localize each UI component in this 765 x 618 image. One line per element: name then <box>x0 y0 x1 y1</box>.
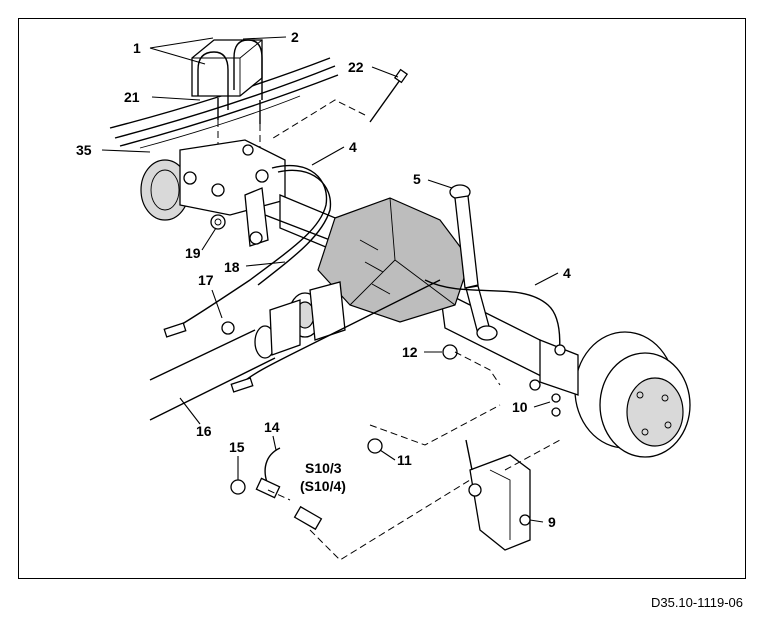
brake-caliper <box>465 439 531 551</box>
callout-15: 15 <box>229 439 245 455</box>
right-brake-drum <box>529 331 691 458</box>
u-bolt-clamp <box>191 39 263 200</box>
callout-10: 10 <box>512 399 528 415</box>
callout-4-right: 4 <box>563 265 571 281</box>
callout-4-left: 4 <box>349 139 357 155</box>
bolt-22 <box>369 68 409 123</box>
drawing-reference: D35.10-1119-06 <box>650 595 743 610</box>
abs-sensor <box>230 344 458 531</box>
leader-lines <box>101 36 559 523</box>
callout-s10-3: S10/3 <box>305 460 342 476</box>
callout-35: 35 <box>76 142 92 158</box>
callout-12: 12 <box>402 344 418 360</box>
callout-19: 19 <box>185 245 201 261</box>
callout-21: 21 <box>124 89 140 105</box>
shock-absorber <box>449 184 498 341</box>
callout-14: 14 <box>264 419 280 435</box>
propeller-shaft <box>149 299 301 421</box>
callout-18: 18 <box>224 259 240 275</box>
callout-9: 9 <box>548 514 556 530</box>
callout-17: 17 <box>198 272 214 288</box>
callout-16: 16 <box>196 423 212 439</box>
left-axle-end <box>140 139 286 247</box>
assembly-lines <box>267 99 561 561</box>
callout-11: 11 <box>397 452 412 468</box>
callout-s10-4: (S10/4) <box>300 478 346 494</box>
callout-5: 5 <box>413 171 421 187</box>
callout-1: 1 <box>133 40 141 56</box>
callout-2: 2 <box>291 29 299 45</box>
callout-22: 22 <box>348 59 364 75</box>
